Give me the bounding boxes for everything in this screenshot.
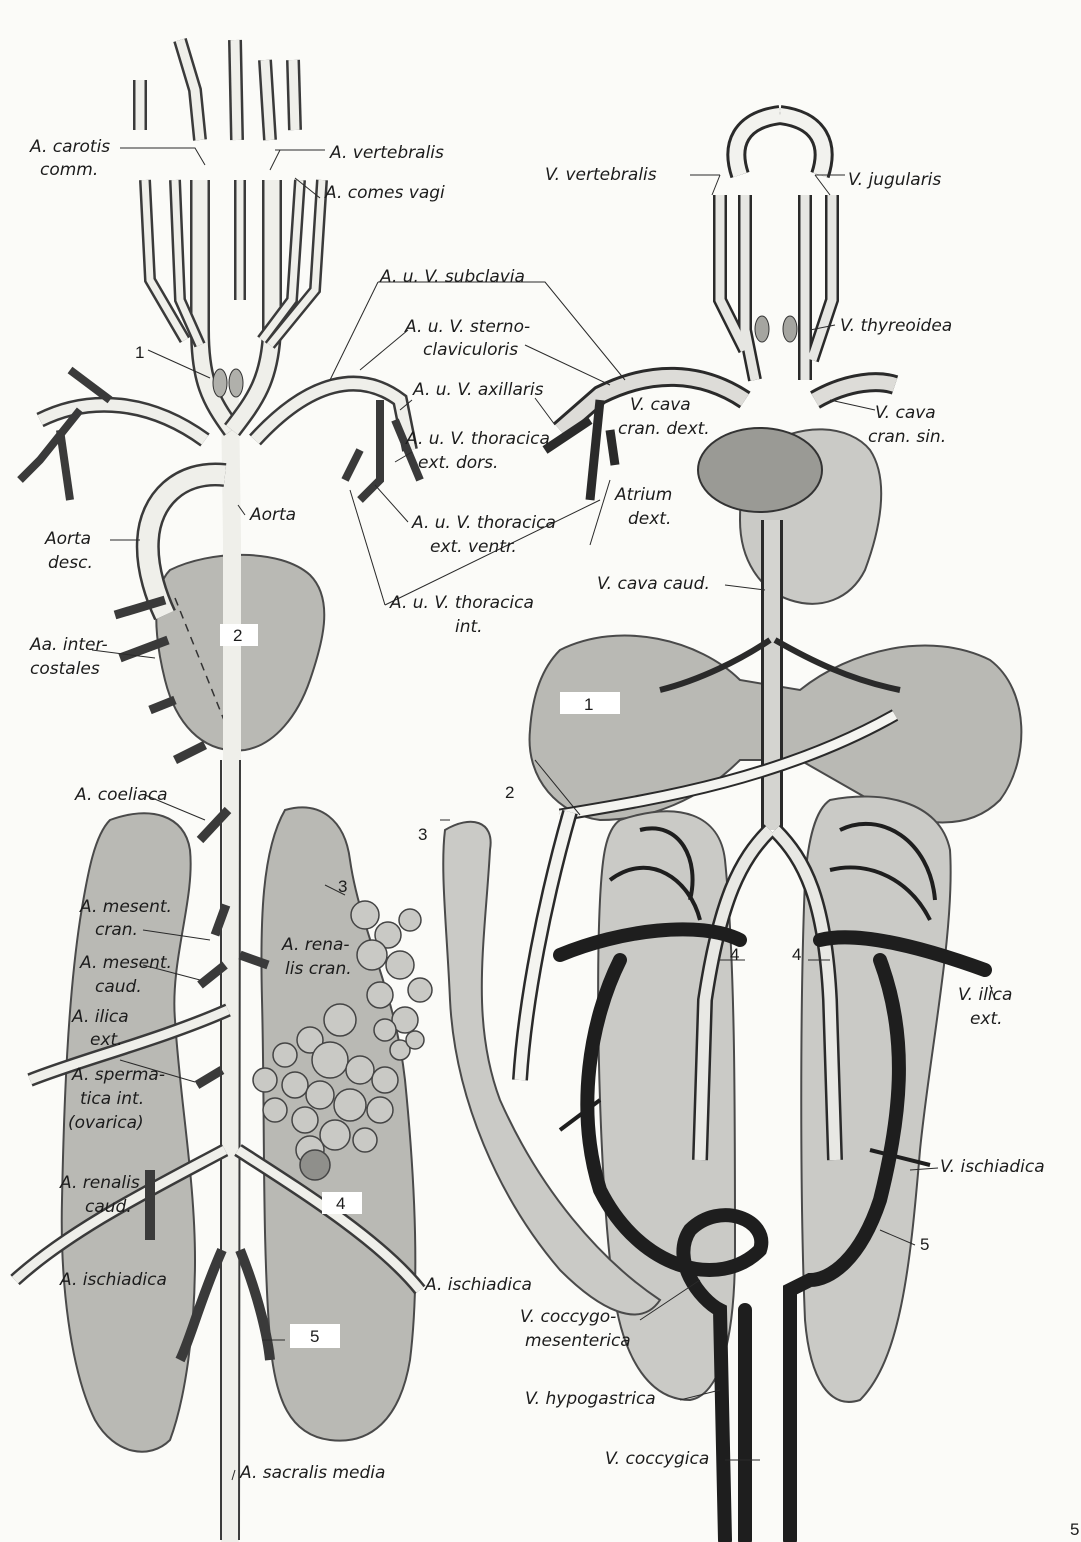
label-a-mesent-cran-2: cran. bbox=[95, 920, 138, 940]
label-thoracica-ext-dors-2: ext. dors. bbox=[418, 453, 498, 473]
num-right-3: 3 bbox=[418, 825, 427, 844]
label-a-mesent-cran-1: A. mesent. bbox=[79, 897, 172, 917]
num-left-2: 2 bbox=[233, 626, 242, 645]
label-thoracica-ext-dors-1: A. u. V. thoracica bbox=[405, 429, 550, 449]
label-aa-inter-1: Aa. inter- bbox=[29, 635, 108, 655]
label-a-ilica-ext-2: ext. bbox=[90, 1030, 123, 1050]
label-a-coeliaca: A. coeliaca bbox=[74, 785, 168, 805]
label-aorta-desc-2: desc. bbox=[48, 553, 93, 573]
label-a-renalis-caud-2: caud. bbox=[85, 1197, 132, 1217]
label-a-u-v-subclavia: A. u. V. subclavia bbox=[379, 267, 525, 287]
label-a-renalis-cran-2: lis cran. bbox=[285, 959, 352, 979]
label-aorta: Aorta bbox=[249, 505, 296, 525]
label-v-ilica-ext-2: ext. bbox=[970, 1009, 1003, 1029]
label-v-cava-caud: V. cava caud. bbox=[597, 574, 710, 594]
label-v-jugularis: V. jugularis bbox=[848, 170, 941, 190]
label-a-spermatica-3: (ovarica) bbox=[68, 1113, 144, 1133]
num-right-5: 5 bbox=[920, 1235, 929, 1254]
label-a-spermatica-1: A. sperma- bbox=[71, 1065, 165, 1085]
label-a-sacralis-media: A. sacralis media bbox=[239, 1463, 385, 1483]
label-v-ilica-ext-1: V. ilica bbox=[958, 985, 1012, 1005]
label-a-carotis-comm-1: A. carotis bbox=[29, 137, 110, 157]
num-left-4: 4 bbox=[336, 1194, 345, 1213]
num-left-3: 3 bbox=[338, 877, 347, 896]
label-a-renalis-caud-1: A. renalis bbox=[59, 1173, 140, 1193]
label-v-ischiadica: V. ischiadica bbox=[940, 1157, 1045, 1177]
label-thoracica-ext-ventr-2: ext. ventr. bbox=[430, 537, 517, 557]
label-v-hypogastrica: V. hypogastrica bbox=[525, 1389, 656, 1409]
label-aa-inter-2: costales bbox=[30, 659, 100, 679]
label-v-coccygica: V. coccygica bbox=[605, 1449, 709, 1469]
label-aorta-desc-1: Aorta bbox=[44, 529, 91, 549]
label-a-ischiadica-left: A. ischiadica bbox=[59, 1270, 167, 1290]
label-a-comes-vagi: A. comes vagi bbox=[324, 183, 445, 203]
label-v-thyreoidea: V. thyreoidea bbox=[840, 316, 952, 336]
label-a-mesent-caud-2: caud. bbox=[95, 977, 142, 997]
label-thoracica-int-2: int. bbox=[455, 617, 483, 637]
label-a-spermatica-2: tica int. bbox=[80, 1089, 144, 1109]
label-thoracica-ext-ventr-1: A. u. V. thoracica bbox=[411, 513, 556, 533]
label-v-cava-cran-dext-1: V. cava bbox=[630, 395, 691, 415]
label-atrium-dext-2: dext. bbox=[628, 509, 671, 529]
num-left-1: 1 bbox=[135, 343, 144, 362]
label-a-ischiadica-right: A. ischiadica bbox=[424, 1275, 532, 1295]
label-v-coccygo-1: V. coccygo- bbox=[520, 1307, 616, 1327]
label-thoracica-int-1: A. u. V. thoracica bbox=[389, 593, 534, 613]
label-a-u-v-sterno: A. u. V. sterno- bbox=[404, 317, 530, 337]
num-left-5: 5 bbox=[310, 1327, 319, 1346]
label-v-cava-cran-dext-2: cran. dext. bbox=[618, 419, 710, 439]
label-a-mesent-caud-1: A. mesent. bbox=[79, 953, 172, 973]
num-right-4a: 4 bbox=[730, 945, 739, 964]
label-v-cava-cran-sin-2: cran. sin. bbox=[868, 427, 946, 447]
label-a-renalis-cran-1: A. rena- bbox=[281, 935, 350, 955]
right-kidney-right bbox=[801, 797, 950, 1402]
label-a-carotis-comm-2: comm. bbox=[40, 160, 98, 180]
num-right-1: 1 bbox=[584, 695, 593, 714]
label-a-u-v-axillaris: A. u. V. axillaris bbox=[412, 380, 544, 400]
label-atrium-dext-1: Atrium bbox=[614, 485, 672, 505]
t-l0a: A. carotis bbox=[29, 137, 110, 157]
label-v-vertebralis: V. vertebralis bbox=[545, 165, 657, 185]
num-right-2: 2 bbox=[505, 783, 514, 802]
label-v-cava-cran-sin-1: V. cava bbox=[875, 403, 936, 423]
label-a-ilica-ext-1: A. ilica bbox=[71, 1007, 129, 1027]
atrium bbox=[698, 428, 822, 512]
num-right-4b: 4 bbox=[792, 945, 801, 964]
label-v-coccygo-2: mesenterica bbox=[525, 1331, 631, 1351]
label-claviculoris: claviculoris bbox=[423, 340, 518, 360]
page-number-fragment: 5 bbox=[1070, 1520, 1079, 1539]
label-a-vertebralis: A. vertebralis bbox=[329, 143, 444, 163]
